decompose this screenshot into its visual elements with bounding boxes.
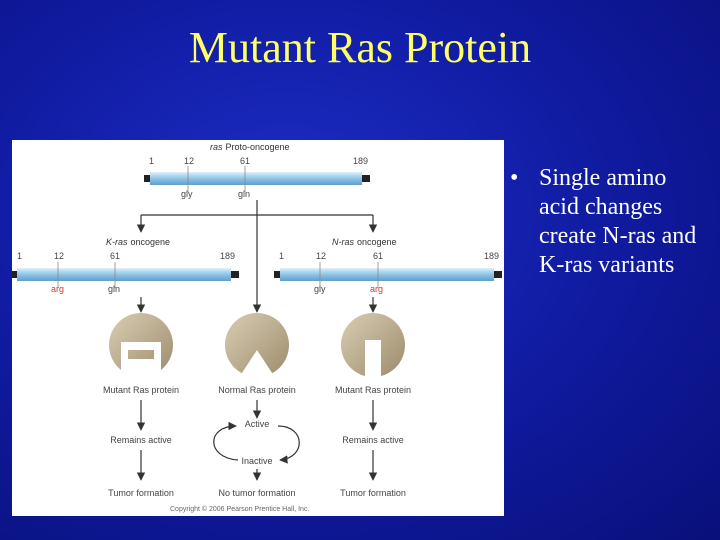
- n-ras-pos-1: 1: [279, 251, 284, 261]
- copyright-notice: Copyright © 2006 Pearson Prentice Hall, …: [170, 505, 309, 513]
- k-ras-aa-61: gln: [108, 284, 120, 294]
- k-ras-state: Remains active: [110, 435, 172, 445]
- bullet-list: • Single amino acid changes create N-ras…: [508, 164, 708, 280]
- k-ras-pos-61: 61: [110, 251, 120, 261]
- n-ras-pos-12: 12: [316, 251, 326, 261]
- bullet-item: • Single amino acid changes create N-ras…: [508, 164, 708, 280]
- n-ras-gene-bar: [280, 268, 494, 281]
- k-ras-end-left: [12, 271, 18, 278]
- k-ras-aa-12: arg: [51, 284, 64, 294]
- n-ras-end-right: [494, 271, 502, 278]
- k-ras-pos-189: 189: [220, 251, 235, 261]
- n-ras-aa-12: gly: [314, 284, 326, 294]
- n-ras-title-text: oncogene: [357, 237, 397, 247]
- proto-aa-61: gln: [238, 189, 250, 199]
- proto-gene-bar: [150, 172, 362, 185]
- proto-aa-12: gly: [181, 189, 193, 199]
- n-ras-pos-189: 189: [484, 251, 499, 261]
- proto-pos-1: 1: [149, 156, 154, 166]
- protein-label-n-ras: Mutant Ras protein: [335, 385, 411, 395]
- n-ras-prefix: N-ras: [332, 237, 354, 247]
- normal-state-inactive: Inactive: [241, 456, 272, 466]
- normal-outcome: No tumor formation: [218, 488, 295, 498]
- n-ras-aa-61: arg: [370, 284, 383, 294]
- k-ras-title-text: oncogene: [131, 237, 171, 247]
- k-ras-pos-1: 1: [17, 251, 22, 261]
- n-ras-state: Remains active: [342, 435, 404, 445]
- normal-ras-protein-shape: [225, 313, 289, 379]
- n-ras-end-left: [274, 271, 282, 278]
- cycle-arrow-right: [277, 425, 300, 464]
- protein-label-k-ras: Mutant Ras protein: [103, 385, 179, 395]
- k-ras-mutant-protein-shape: [109, 313, 173, 379]
- n-ras-outcome: Tumor formation: [340, 488, 406, 498]
- normal-state-active: Active: [245, 419, 270, 429]
- k-ras-end-right: [231, 271, 239, 278]
- proto-pos-12: 12: [184, 156, 194, 166]
- proto-gene-end-left: [144, 175, 152, 182]
- cycle-arrow-left: [213, 421, 239, 461]
- proto-pos-61: 61: [240, 156, 250, 166]
- n-ras-mutant-protein-shape: [341, 313, 405, 380]
- slide-title: Mutant Ras Protein: [188, 23, 532, 72]
- k-ras-gene-bar: [17, 268, 231, 281]
- k-ras-outcome: Tumor formation: [108, 488, 174, 498]
- bullet-text: Single amino acid changes create N-ras a…: [539, 165, 697, 278]
- proto-gene-end-right: [362, 175, 370, 182]
- proto-gene-prefix: ras: [210, 142, 223, 152]
- k-ras-prefix: K-ras: [106, 237, 128, 247]
- proto-pos-189: 189: [353, 156, 368, 166]
- n-ras-pos-61: 61: [373, 251, 383, 261]
- bullet-marker: •: [510, 165, 519, 191]
- k-ras-pos-12: 12: [54, 251, 64, 261]
- protein-label-normal: Normal Ras protein: [218, 385, 296, 395]
- proto-gene-title-text: Proto-oncogene: [226, 142, 290, 152]
